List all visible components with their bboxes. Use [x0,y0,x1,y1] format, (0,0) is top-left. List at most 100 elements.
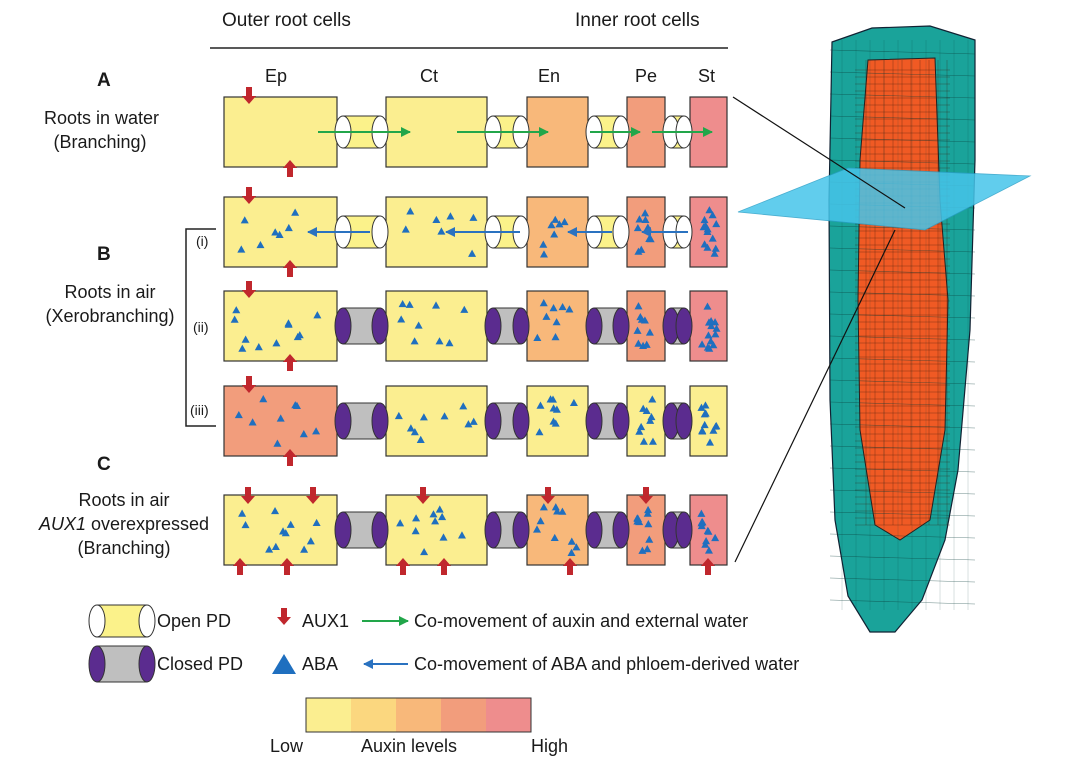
aux1-arrow [541,487,555,504]
panel-c-line3: (Branching) [77,538,171,558]
aba-triangle [567,548,576,556]
aba-triangle [572,543,581,551]
aba-triangle [256,240,265,249]
aba-triangle [248,418,257,426]
aba-triangle [241,335,250,343]
column-label-ct: Ct [420,66,438,86]
closed-pd [484,402,530,440]
root-tip-illustration [737,25,1032,633]
aba-triangle [240,216,249,224]
aba-triangle [312,427,321,435]
epidermis-cell-line [829,137,976,143]
aba-triangle [410,428,419,436]
aba-triangle [300,545,309,553]
pd-cap-right [371,511,389,549]
aba-triangle [565,305,574,313]
aba-triangle [634,514,643,523]
epidermis-cell-line [829,599,976,605]
aba-triangle [437,227,446,235]
cell-en [526,290,589,362]
panel-b-sub-i: (i) [196,233,209,249]
aux1-arrow [283,354,297,371]
cell-ct [385,290,488,362]
aba-triangle [708,211,717,219]
cell-en [526,385,589,457]
aba-triangle [640,316,649,324]
aba-triangle [706,337,715,345]
panel-c-line1: Roots in air [78,490,170,510]
panel-b-condition: Roots in air (Xerobranching) [40,280,180,328]
legend-open-pd-icon [88,604,156,638]
row-c [223,487,728,575]
auxin-scale-step [486,698,531,732]
aba-triangle [698,340,707,348]
aba-triangle [707,317,716,325]
aba-triangle [438,512,447,521]
pd-cap-right [512,511,530,549]
aba-triangle [232,306,241,314]
aba-triangle [271,228,280,236]
auxin-levels-title: Auxin levels [361,736,458,756]
column-label-st: St [698,66,716,86]
epidermis-cell-line [829,577,976,583]
aba-triangle [539,240,548,248]
aux1-arrow [396,558,410,575]
aba-triangle [431,517,440,525]
aba-triangle [637,245,646,253]
aux1-arrow [416,487,430,504]
panel-a-condition: Roots in water (Branching) [44,106,159,154]
pd-cap-right [612,511,630,549]
closed-pd [334,402,389,440]
aba-triangle [536,401,545,409]
aba-triangle [406,207,415,215]
aba-triangle [700,420,709,429]
aba-triangle [550,230,559,238]
auxin-scale-step [351,698,396,732]
aba-triangle [398,299,407,308]
aba-triangle [533,525,542,533]
aba-triangle [697,518,706,526]
panel-b-sub-iii: (iii) [190,402,209,418]
aba-triangle [254,342,263,351]
aba-triangle [648,437,657,445]
aba-triangle [291,208,300,216]
aba-triangle [405,300,414,308]
aba-triangle [279,527,288,535]
aba-triangle [549,404,558,412]
aba-triangle [313,311,322,319]
aba-triangle [634,339,643,347]
auxin-scale-step [396,698,441,732]
panel-c-gene: AUX1 [38,514,86,534]
aba-triangle [435,505,444,513]
pd-cap-right [138,645,156,683]
pd-cap-right [512,307,530,345]
aba-triangle [712,219,721,228]
aba-triangle [634,302,643,310]
aba-triangle [416,435,425,443]
pd-cap-right [675,402,693,440]
aba-triangle [539,250,548,258]
aba-triangle [643,545,652,553]
aux1-arrow [242,376,256,393]
aba-triangle [712,422,721,430]
aba-triangle [234,410,243,419]
callout-line-top [732,96,906,209]
aba-triangle [633,326,642,334]
aba-triangle [286,520,295,528]
aba-triangle [535,428,544,436]
pd-end-left [88,604,106,638]
aux1-arrow [233,558,247,575]
aba-triangle [644,520,653,528]
panel-a-letter: A [97,70,111,91]
aba-triangle [703,225,712,233]
aba-triangle [642,340,651,348]
aba-triangle [558,507,567,515]
row-b-i [223,187,728,277]
auxin-scale-step [306,698,351,732]
epidermis-cell-line [829,401,976,407]
aba-triangle [711,330,720,338]
epidermis-cell-line [829,489,976,495]
aux1-arrow [437,558,451,575]
aba-triangle [645,234,654,242]
aba-triangle [394,411,403,420]
